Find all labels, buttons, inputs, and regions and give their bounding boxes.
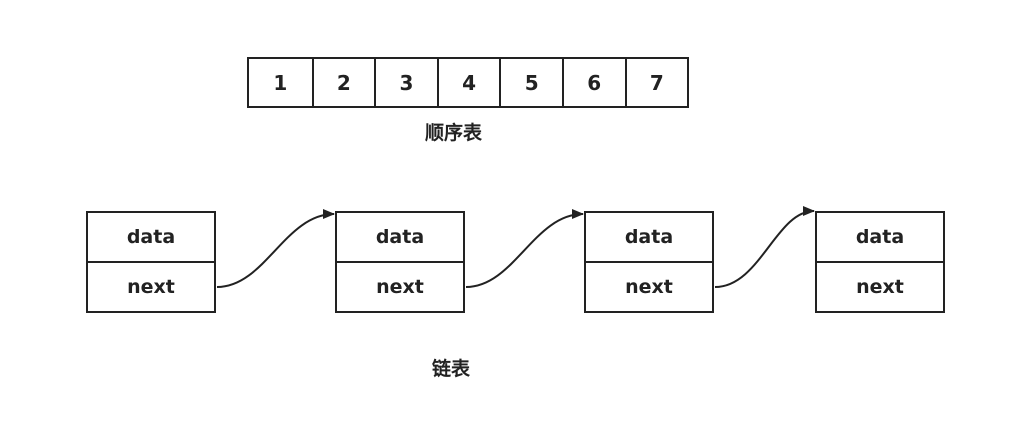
node-next-field: next [817,261,943,311]
array-cell-5: 5 [499,59,562,106]
array-cell-6: 6 [561,59,625,106]
node-next-field: next [586,261,712,311]
linked-list-node-1: data next [86,211,216,313]
linked-list-node-3: data next [584,211,714,313]
link-arrow-3 [714,206,815,288]
link-arrow-1 [216,209,335,288]
node-data-field: data [855,226,905,248]
linked-list-node-2: data next [335,211,465,313]
array-cell-2: 2 [311,59,375,106]
node-next-field: next [337,261,463,311]
array-cell-4: 4 [436,59,500,106]
linked-list-caption: 链表 [432,358,471,380]
sequential-list-array: 1 2 3 4 5 6 7 [247,57,690,108]
array-cell-7: 7 [624,59,688,106]
node-data-field: data [624,226,674,248]
node-next-field: next [88,261,214,311]
linked-list-node-4: data next [815,211,945,313]
node-data-field: data [126,226,176,248]
array-cell-3: 3 [374,59,437,106]
node-data-field: data [375,226,425,248]
sequential-list-caption: 顺序表 [425,122,483,144]
array-cell-1: 1 [273,70,288,95]
link-arrow-2 [465,209,584,288]
